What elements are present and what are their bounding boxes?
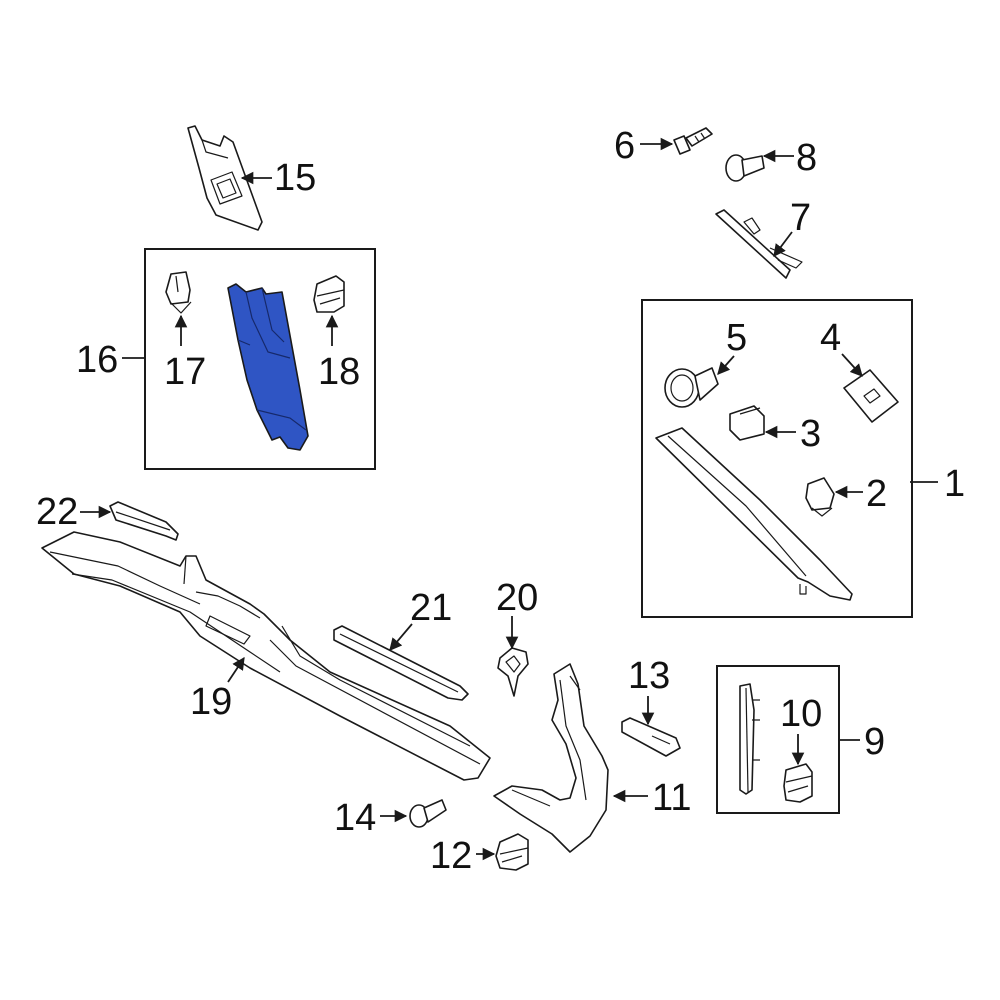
part-2-clip[interactable] [805,477,835,517]
callout-7: 7 [790,197,811,239]
part-12-clip[interactable] [495,833,529,871]
part-18-spring-clip[interactable] [313,275,345,313]
callout-15: 15 [274,157,316,199]
leader-19 [227,656,245,683]
callout-19: 19 [190,681,232,723]
part-1-pillar-trim[interactable] [655,427,853,601]
callout-20: 20 [496,577,538,619]
leader-7 [773,231,793,258]
callout-8: 8 [796,137,817,179]
group-box-1 [641,299,913,618]
part-22-trim-strip[interactable] [109,501,179,541]
callout-13: 13 [628,655,670,697]
callout-3: 3 [800,413,821,455]
callout-2: 2 [866,473,887,515]
part-6-stud[interactable] [673,127,713,155]
part-17-clip[interactable] [165,271,192,314]
leader-4 [841,353,863,377]
callout-5: 5 [726,317,747,359]
callout-4: 4 [820,317,841,359]
part-20-push-clip[interactable] [497,647,529,697]
leader-lines [80,137,938,861]
part-13-bracket[interactable] [621,717,681,757]
callout-11: 11 [652,777,691,819]
part-9-rail[interactable] [739,683,760,795]
callout-12: 12 [430,835,472,877]
part-16-pillar-trim-highlighted[interactable] [227,283,309,451]
callout-21: 21 [410,587,452,629]
part-11-kick-panel[interactable] [493,663,609,853]
group-box-16 [144,248,376,470]
callout-22: 22 [36,491,78,533]
callout-1: 1 [944,463,965,505]
part-8-screw[interactable] [725,154,765,182]
callout-6: 6 [614,125,635,167]
part-3-bracket[interactable] [729,405,765,441]
part-19-sill-plate[interactable] [41,531,491,781]
callout-10: 10 [780,693,822,735]
callout-18: 18 [318,351,360,393]
leader-21 [389,623,413,651]
callout-17: 17 [164,351,206,393]
part-7-retainer-strip[interactable] [715,209,803,279]
callout-14: 14 [334,797,376,839]
group-box-9 [716,665,840,814]
part-4-pad[interactable] [843,369,899,423]
leader-5 [717,355,735,375]
part-5-grommet[interactable] [664,367,719,408]
callout-numbers: 1 2 3 4 5 6 7 8 9 10 11 12 13 14 15 16 1… [36,125,965,877]
part-14-bolt[interactable] [409,799,447,828]
part-21-scuff-strip[interactable] [333,625,469,701]
part-10-clip[interactable] [783,763,813,803]
callout-9: 9 [864,721,885,763]
callout-16: 16 [76,339,118,381]
